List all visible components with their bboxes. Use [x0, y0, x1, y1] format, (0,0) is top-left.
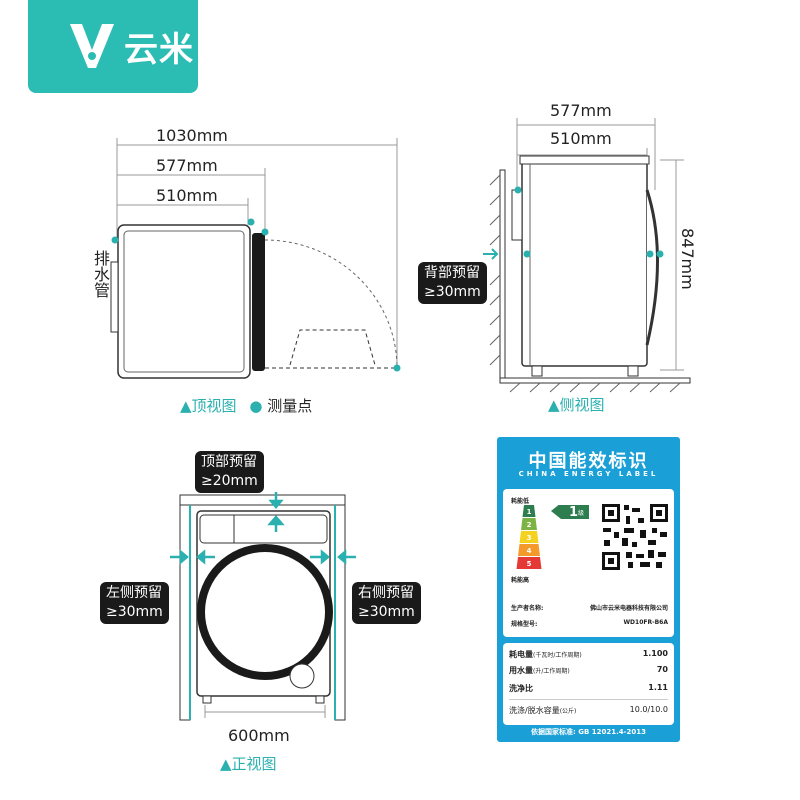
- callout-value: ≥30mm: [106, 604, 163, 620]
- grade-label: 5: [527, 560, 532, 568]
- brand-name: 云米: [124, 30, 194, 70]
- callout-title: 左侧预留: [106, 585, 162, 601]
- grade-bar-4: [518, 544, 540, 556]
- rear-clearance-callout: 背部预留 ≥30mm: [418, 262, 487, 304]
- legend-text: 测量点: [267, 397, 313, 415]
- top-view-machine: [110, 218, 401, 379]
- label-title: 中国能效标识: [528, 451, 649, 472]
- row-value: 1.11: [648, 683, 668, 692]
- caption-text: 顶视图: [191, 397, 237, 415]
- dim-577: 577mm: [156, 156, 218, 175]
- row-value: 10.0/10.0: [629, 705, 668, 714]
- drain-pipe-label: 排水管: [91, 250, 110, 298]
- row-value: 70: [656, 665, 668, 674]
- callout-title: 顶部预留: [201, 454, 257, 470]
- width-600: 600mm: [228, 726, 290, 745]
- row-unit: (千瓦时/工作周期): [533, 652, 582, 659]
- callout-value: ≥30mm: [424, 284, 481, 300]
- row-unit: (公斤): [559, 708, 577, 715]
- rating-suffix: 级: [578, 509, 584, 517]
- low-consumption-label: 耗能低: [511, 498, 530, 505]
- grade-label: 4: [527, 547, 532, 555]
- grade-bar-3: [519, 531, 539, 543]
- top-clearance-callout: 顶部预留 ≥20mm: [195, 451, 264, 493]
- grade-label: 1: [527, 508, 532, 516]
- high-consumption-label: 耗能高: [511, 577, 530, 584]
- front-view-machine: [170, 492, 356, 721]
- measure-point-icon: ●: [249, 397, 263, 415]
- row-value: 1.100: [642, 649, 668, 658]
- front-view-caption: ▲正视图: [220, 753, 277, 774]
- callout-value: ≥30mm: [358, 604, 415, 620]
- triangle-icon: ▲: [220, 755, 232, 773]
- divider: [509, 699, 668, 700]
- caption-text: 正视图: [231, 755, 277, 773]
- rating-arrow: [551, 505, 589, 519]
- side-view-caption: ▲侧视图: [548, 394, 605, 415]
- water-row: 用水量(升/工作周期) 70: [509, 665, 668, 676]
- grade-bar-5: [516, 557, 542, 569]
- grade-bar-1: [522, 505, 536, 517]
- row-label: 洗净比: [509, 684, 533, 693]
- qr-code: [600, 502, 670, 572]
- grade-label: 2: [527, 521, 532, 529]
- right-clearance-callout: 右侧预留 ≥30mm: [352, 582, 421, 624]
- wash-ratio-row: 洗净比 1.11: [509, 683, 668, 694]
- yunmi-v-icon: [70, 24, 114, 68]
- callout-title: 右侧预留: [358, 585, 414, 601]
- top-view-caption: ▲顶视图 ● 测量点: [180, 395, 312, 416]
- callout-value: ≥20mm: [201, 473, 258, 489]
- label-bottom-panel: 耗电量(千瓦时/工作周期) 1.100 用水量(升/工作周期) 70 洗净比 1.11…: [503, 643, 674, 725]
- manufacturer-value: 佛山市云米电器科技有限公司: [589, 605, 668, 612]
- label-subtitle: CHINA ENERGY LABEL: [518, 470, 659, 478]
- model-value: WD10FR-B6A: [623, 619, 668, 626]
- dim-1030: 1030mm: [156, 126, 228, 145]
- row-label: 用水量: [509, 666, 533, 675]
- callout-title: 背部预留: [424, 265, 480, 281]
- standard-footer: 依据国家标准: GB 12021.4-2013: [530, 728, 647, 736]
- row-label: 耗电量: [509, 650, 533, 659]
- side-dim-510: 510mm: [550, 129, 612, 148]
- side-view-machine: [483, 155, 691, 393]
- manufacturer-label: 生产者名称:: [511, 605, 544, 612]
- triangle-icon: ▲: [548, 396, 560, 414]
- brand-logo: 云米: [28, 0, 198, 93]
- triangle-icon: ▲: [180, 397, 192, 415]
- capacity-row: 洗涤/脱水容量(公斤) 10.0/10.0: [509, 705, 668, 716]
- power-row: 耗电量(千瓦时/工作周期) 1.100: [509, 649, 668, 660]
- row-unit: (升/工作周期): [533, 668, 570, 675]
- left-clearance-callout: 左侧预留 ≥30mm: [100, 582, 169, 624]
- caption-text: 侧视图: [559, 396, 605, 414]
- rating-value: 1: [569, 505, 578, 520]
- row-label: 洗涤/脱水容量: [509, 706, 560, 715]
- model-label: 规格型号:: [511, 621, 538, 628]
- side-dim-577: 577mm: [550, 101, 612, 120]
- height-847: 847mm: [678, 228, 697, 290]
- grade-bar-2: [521, 518, 537, 530]
- grade-label: 3: [527, 534, 532, 542]
- dim-510: 510mm: [156, 186, 218, 205]
